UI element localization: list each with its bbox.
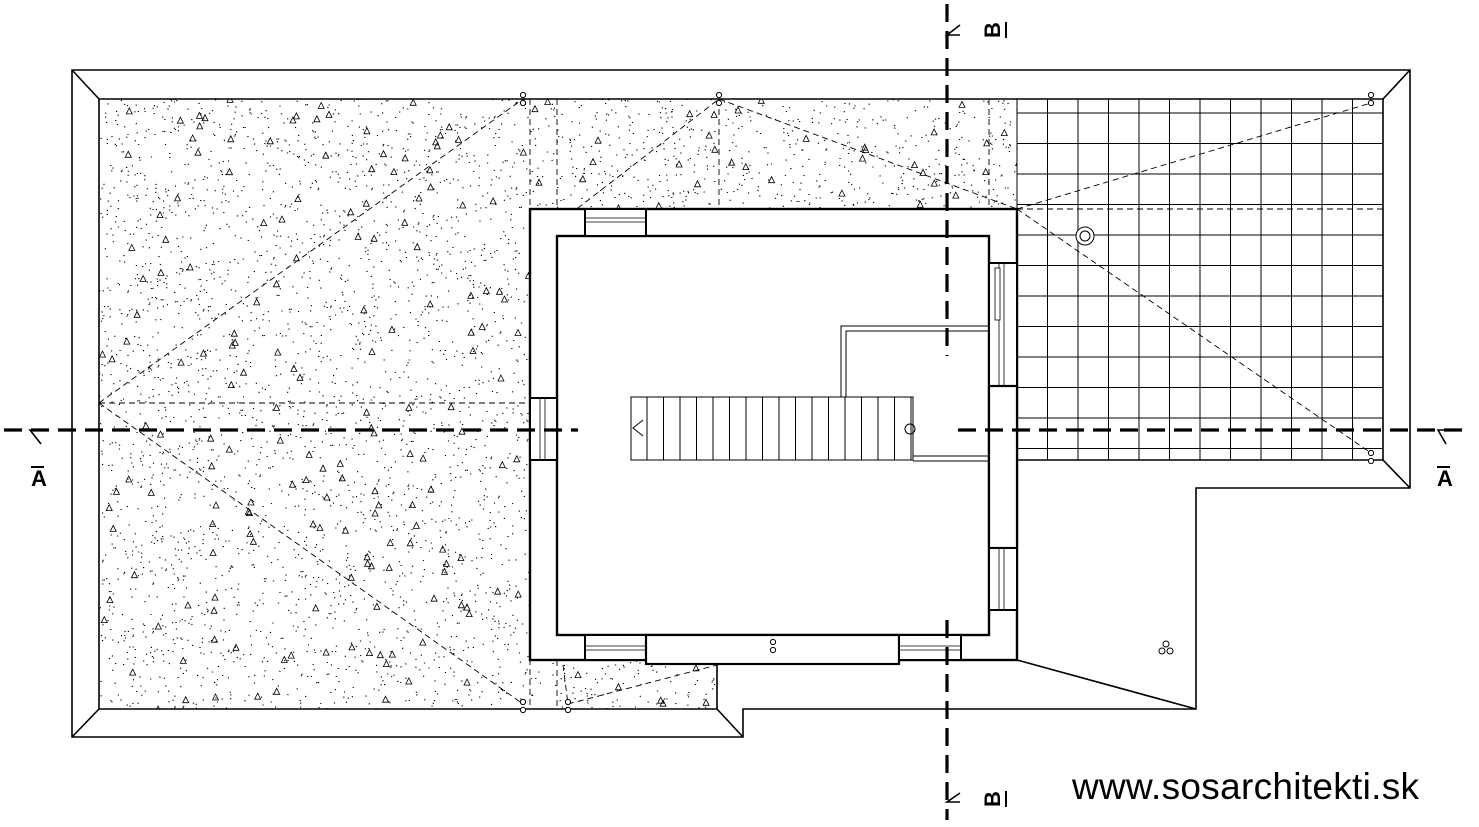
section-a-label-left: A xyxy=(31,466,47,490)
section-lines xyxy=(4,4,1468,820)
gravel-dots xyxy=(530,660,718,709)
gravel-stones xyxy=(574,664,710,707)
section-a-text-right: A xyxy=(1437,466,1453,491)
section-a-text-left: A xyxy=(31,466,47,491)
gravel-dots xyxy=(99,99,531,709)
anchor-point xyxy=(1367,99,1375,107)
section-a-label-right: A xyxy=(1437,466,1453,490)
section-b-label-top: B xyxy=(980,22,1007,38)
anchor-point xyxy=(519,706,527,714)
gravel-dots xyxy=(530,99,1017,209)
anchor-point xyxy=(519,91,527,99)
section-b-text-top: B xyxy=(980,22,1007,38)
anchor-point xyxy=(519,698,527,706)
gravel-stones xyxy=(99,99,533,709)
section-b-label-bottom: B xyxy=(980,791,1007,807)
anchor-points xyxy=(519,91,1375,714)
anchor-point xyxy=(1367,91,1375,99)
anchor-point xyxy=(769,638,777,646)
anchor-point xyxy=(715,99,723,107)
section-b-text-bottom: B xyxy=(980,791,1007,807)
website-watermark: www.sosarchitekti.sk xyxy=(1072,766,1420,807)
anchor-point xyxy=(1367,449,1375,457)
anchor-point xyxy=(519,99,527,107)
roof-drains xyxy=(1075,226,1174,655)
anchor-point xyxy=(564,706,572,714)
terrace-tile-grid xyxy=(1016,99,1384,460)
anchor-point xyxy=(769,646,777,654)
anchor-point xyxy=(1367,457,1375,465)
staircase xyxy=(630,325,989,462)
anchor-point xyxy=(564,698,572,706)
anchor-point xyxy=(715,91,723,99)
section-markers xyxy=(28,24,1447,803)
building-walls xyxy=(528,207,1019,666)
roof-slope-lines xyxy=(98,98,1383,709)
gravel-roof-texture xyxy=(99,99,1017,709)
